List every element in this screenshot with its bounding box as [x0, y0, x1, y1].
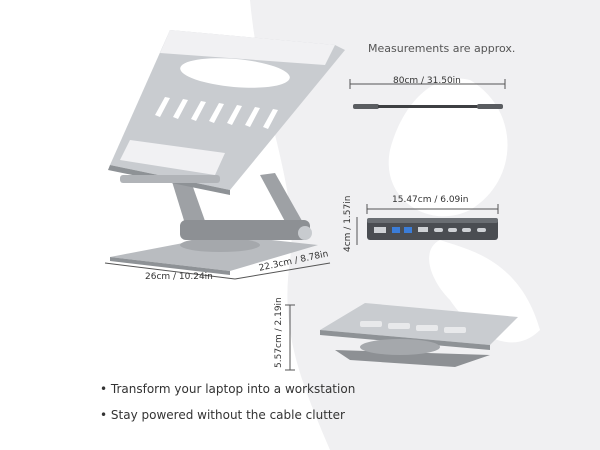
feature-item: • Transform your laptop into a workstati… — [100, 382, 355, 396]
usb-cable-illustration — [349, 79, 506, 109]
usb-hub-illustration — [356, 204, 499, 245]
base-width-label: 26cm / 10.24in — [145, 272, 213, 282]
feature-item: • Stay powered without the cable clutter — [100, 408, 355, 422]
laptop-stand-open-illustration — [108, 30, 345, 275]
feature-text: Stay powered without the cable clutter — [110, 408, 345, 422]
hub-width-label: 15.47cm / 6.09in — [392, 195, 469, 205]
feature-list: • Transform your laptop into a workstati… — [100, 382, 355, 434]
laptop-stand-folded-illustration — [285, 303, 518, 371]
bullet-icon: • — [100, 382, 108, 396]
folded-height-label: 5.57cm / 2.19in — [274, 297, 284, 368]
feature-text: Transform your laptop into a workstation — [110, 382, 356, 396]
measurement-note: Measurements are approx. — [368, 42, 516, 55]
cable-length-label: 80cm / 31.50in — [393, 76, 461, 86]
base-dimension-lines — [104, 262, 331, 280]
bullet-icon: • — [100, 408, 108, 422]
